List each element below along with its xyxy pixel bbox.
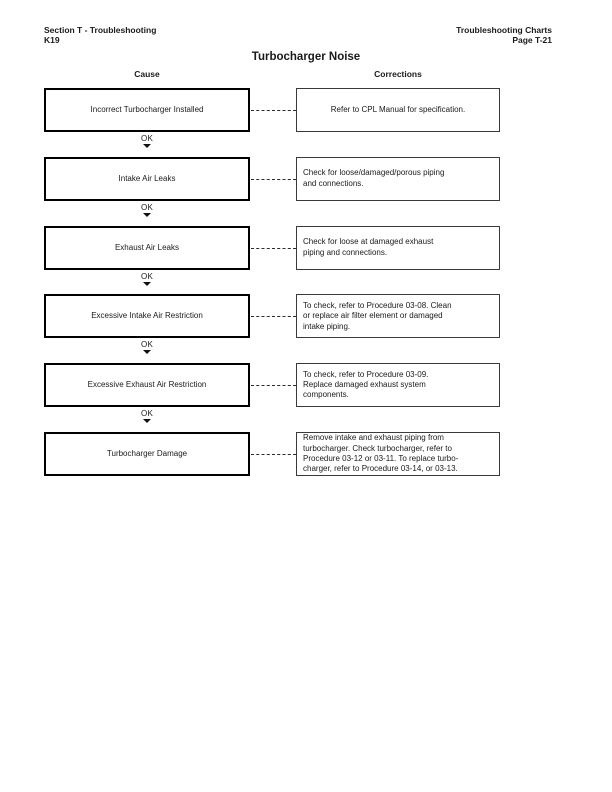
flowchart-row: Exhaust Air Leaks Check for loose at dama…	[0, 225, 612, 295]
flowchart-row: Turbocharger Damage Remove intake and exh…	[0, 431, 612, 501]
cause-box: Turbocharger Damage	[44, 431, 250, 476]
ok-indicator: OK	[44, 203, 250, 217]
chart-title: Turbocharger Noise	[251, 51, 361, 63]
correction-line: Check for loose/damaged/porous piping	[303, 168, 445, 178]
correction-line: charger, refer to Procedure 03-14, or 03…	[303, 464, 458, 474]
correction-line: Remove intake and exhaust piping from	[303, 433, 444, 443]
cause-column-header: Cause	[134, 69, 160, 79]
dashed-connector	[251, 453, 296, 455]
correction-box: Refer to CPL Manual for specification.	[296, 88, 500, 132]
correction-line: Refer to CPL Manual for specification.	[330, 104, 466, 114]
correction-line: Check for loose at damaged exhaust	[303, 237, 434, 247]
correction-line: To check, refer to Procedure 03-08. Clea…	[303, 300, 452, 310]
ok-indicator: OK	[44, 340, 250, 355]
page-header-left: Section T - Troubleshooting K19	[44, 25, 156, 45]
cause-label: Incorrect Turbocharger Installed	[90, 105, 204, 114]
section-title: Section T - Troubleshooting	[44, 25, 157, 35]
ok-indicator: OK	[44, 409, 250, 424]
correction-line: intake piping.	[303, 321, 351, 331]
ok-label: OK	[141, 271, 153, 281]
ok-indicator: OK	[44, 272, 250, 286]
dashed-connector	[251, 110, 296, 111]
cause-label: Turbocharger Damage	[106, 448, 188, 458]
dashed-connector	[251, 316, 296, 318]
flowchart-row: Excessive Intake Air Restriction To check…	[0, 294, 612, 363]
down-arrow-icon	[143, 212, 151, 217]
dashed-connector	[251, 178, 296, 180]
correction-line: Procedure 03-12 or 03-11. To replace tur…	[303, 453, 459, 463]
correction-line: Replace damaged exhaust system	[303, 379, 426, 389]
correction-line: components.	[303, 390, 349, 400]
flowchart-row: Excessive Exhaust Air Restriction To chec…	[0, 363, 612, 432]
correction-line: piping and connections.	[303, 247, 388, 257]
cause-label: Intake Air Leaks	[118, 173, 176, 183]
dashed-connector	[251, 247, 296, 249]
cause-box: Excessive Exhaust Air Restriction	[44, 363, 250, 408]
ok-indicator: OK	[44, 134, 250, 148]
correction-box: To check, refer to Procedure 03-09.Repla…	[296, 363, 500, 408]
page-header-right: Troubleshooting Charts Page T-21	[456, 25, 552, 45]
flowchart: Incorrect Turbocharger Installed Refer to…	[0, 88, 612, 501]
cause-label: Exhaust Air Leaks	[114, 242, 180, 252]
down-arrow-icon	[143, 144, 151, 148]
cause-label: Excessive Exhaust Air Restriction	[87, 380, 207, 390]
down-arrow-icon	[143, 419, 151, 424]
correction-line: or replace air filter element or damaged	[303, 311, 443, 321]
corrections-column-header: Corrections	[374, 69, 422, 79]
correction-line: turbocharger. Check turbocharger, refer …	[303, 443, 452, 453]
cause-box: Intake Air Leaks	[44, 156, 250, 201]
cause-box: Exhaust Air Leaks	[44, 225, 250, 270]
flowchart-row: Intake Air Leaks Check for loose/damaged/…	[0, 156, 612, 226]
ok-label: OK	[141, 340, 153, 350]
cause-box: Incorrect Turbocharger Installed	[44, 88, 250, 132]
dashed-connector	[251, 385, 296, 387]
correction-line: To check, refer to Procedure 03-09.	[303, 369, 429, 379]
cause-box: Excessive Intake Air Restriction	[44, 294, 250, 339]
cause-label: Excessive Intake Air Restriction	[91, 311, 203, 321]
correction-line: and connections.	[303, 178, 364, 188]
ok-label: OK	[141, 134, 153, 143]
ok-label: OK	[141, 409, 153, 419]
flowchart-row: Incorrect Turbocharger Installed Refer to…	[0, 88, 612, 157]
engine-model: K19	[44, 35, 60, 45]
correction-box: To check, refer to Procedure 03-08. Clea…	[296, 294, 500, 339]
chart-category: Troubleshooting Charts	[456, 25, 552, 35]
page-number: Page T-21	[512, 35, 552, 45]
ok-label: OK	[141, 202, 153, 212]
down-arrow-icon	[143, 281, 151, 286]
down-arrow-icon	[143, 350, 151, 355]
